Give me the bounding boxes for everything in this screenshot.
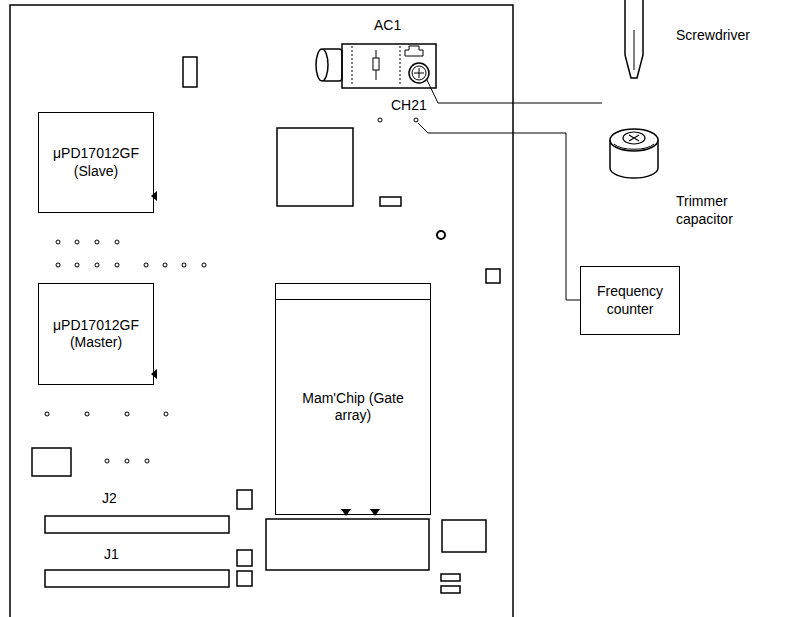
pin-hole [75,240,79,244]
pin-hole [202,263,206,267]
component [442,520,486,552]
component [380,197,401,206]
connector-j2 [45,516,229,533]
pin-hole [182,263,186,267]
callout-label: Screwdriver [675,27,751,45]
pin-hole [75,263,79,267]
pin-hole [144,263,148,267]
screwdriver-drawing [625,0,643,78]
pin-hole [95,240,99,244]
pin-hole [115,240,119,244]
gate-array-box: Mam'Chip (Gate array) [275,283,431,515]
component [237,490,252,509]
pin-holes [45,240,206,463]
pin-hole [163,263,167,267]
part-name: μPD17012GF (Master) [44,317,148,352]
hole [437,231,445,239]
component [486,269,500,283]
component [277,128,353,206]
pin-hole [56,240,60,244]
chip-box: μPD17012GF (Master) [38,283,154,385]
package-band [276,284,430,300]
pin-hole [164,412,168,416]
connector-j1 [45,570,229,587]
pin1-marker [151,191,157,201]
pin-hole [125,412,129,416]
part-name: Frequency counter [590,283,670,318]
component [441,586,460,593]
pin-hole [45,412,49,416]
part-name: μPD17012GF (Slave) [44,145,148,180]
part-label: J1 [103,546,120,564]
component [237,571,252,586]
test-pin [378,118,382,122]
leader-line [427,80,602,103]
ac1-part [316,44,436,88]
component [266,519,429,570]
component [32,448,71,476]
chip-box: μPD17012GF (Slave) [38,112,154,213]
pin-hole [145,459,149,463]
component [237,550,252,566]
part-label: J2 [101,490,118,508]
part-name: Mam'Chip (Gate array) [288,390,418,425]
pin-hole [115,263,119,267]
board-outline [10,5,513,617]
pin-hole [95,263,99,267]
part-label: AC1 [373,17,402,35]
probe-wire [418,123,580,300]
pin1-marker [151,369,157,379]
callout-label: Trimmer capacitor [675,193,757,228]
component [183,57,197,87]
pin-hole [105,459,109,463]
component [441,574,460,581]
trimmer-capacitor-drawing [610,129,658,178]
test-pin [414,118,418,122]
pin-hole [125,459,129,463]
part-label: CH21 [390,97,428,115]
instrument-box: Frequency counter [580,266,680,335]
pin-hole [56,263,60,267]
pin-hole [85,412,89,416]
